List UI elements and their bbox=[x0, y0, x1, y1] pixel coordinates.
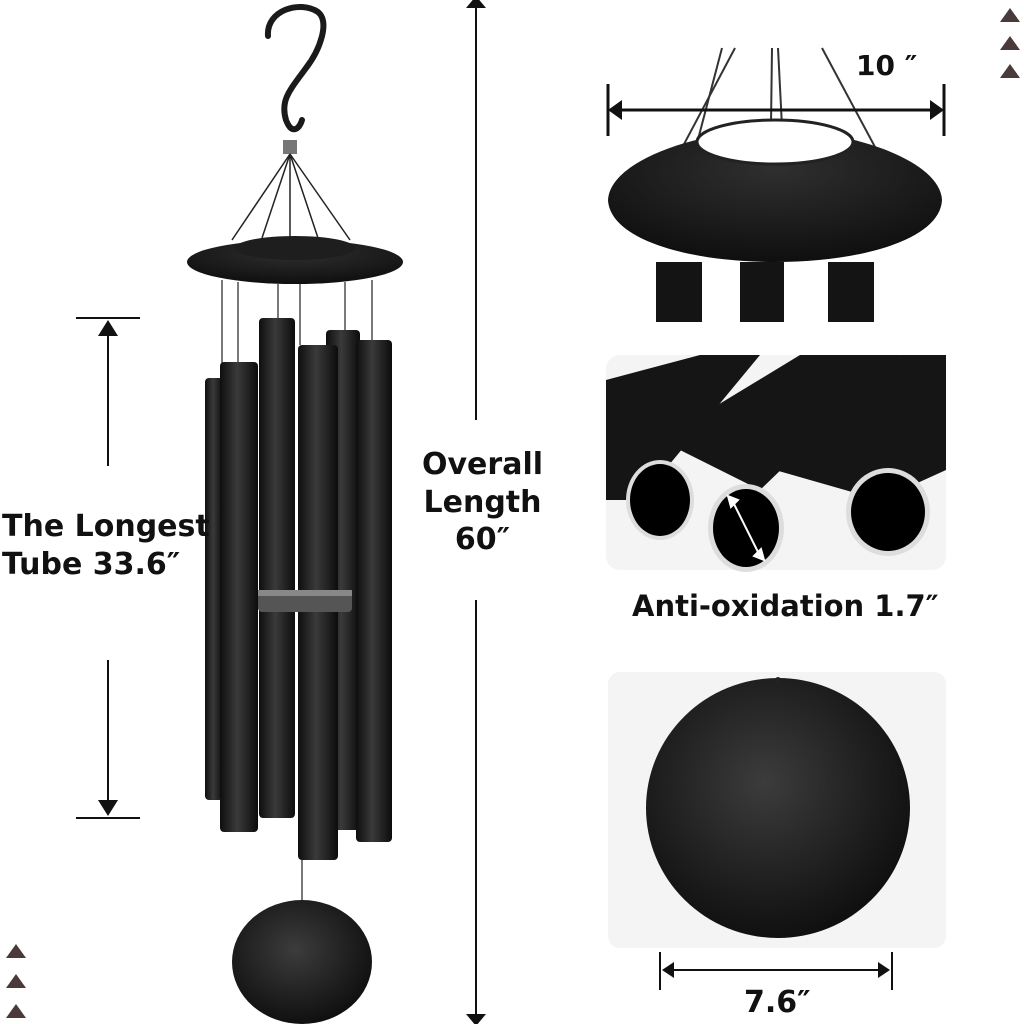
sail-width-label: 7.6″ bbox=[744, 985, 811, 1020]
longest-tube-dimension bbox=[76, 317, 140, 819]
overall-length-dimension bbox=[466, 0, 486, 1024]
tube-3 bbox=[259, 318, 295, 818]
tube-5 bbox=[356, 340, 392, 842]
longest-tube-label: The Longest Tube 33.6″ bbox=[2, 509, 210, 582]
top-cap bbox=[187, 236, 403, 284]
sail-detail-image bbox=[608, 672, 946, 948]
top-width-dimension bbox=[606, 84, 946, 136]
s-hook-icon bbox=[264, 3, 327, 133]
tube-1 bbox=[205, 378, 223, 800]
chime-tubes bbox=[205, 318, 392, 860]
cap-detail-image bbox=[608, 47, 942, 322]
top-width-label: 10 ″ bbox=[856, 49, 918, 82]
sail-width-dimension bbox=[659, 952, 893, 990]
tube-strings bbox=[221, 280, 373, 378]
overall-length-label: Overall Length 60″ bbox=[422, 447, 544, 557]
hook-connector bbox=[283, 140, 297, 154]
tube-2 bbox=[220, 362, 258, 832]
anti-oxidation-label: Anti-oxidation 1.7″ bbox=[632, 589, 939, 623]
wind-sail bbox=[232, 900, 372, 1024]
triangle-stack-icon bbox=[1000, 8, 1020, 78]
triangle-stack-icon bbox=[6, 944, 26, 1018]
tube-ends-detail-image bbox=[606, 355, 946, 572]
hanging-strings bbox=[231, 153, 351, 241]
